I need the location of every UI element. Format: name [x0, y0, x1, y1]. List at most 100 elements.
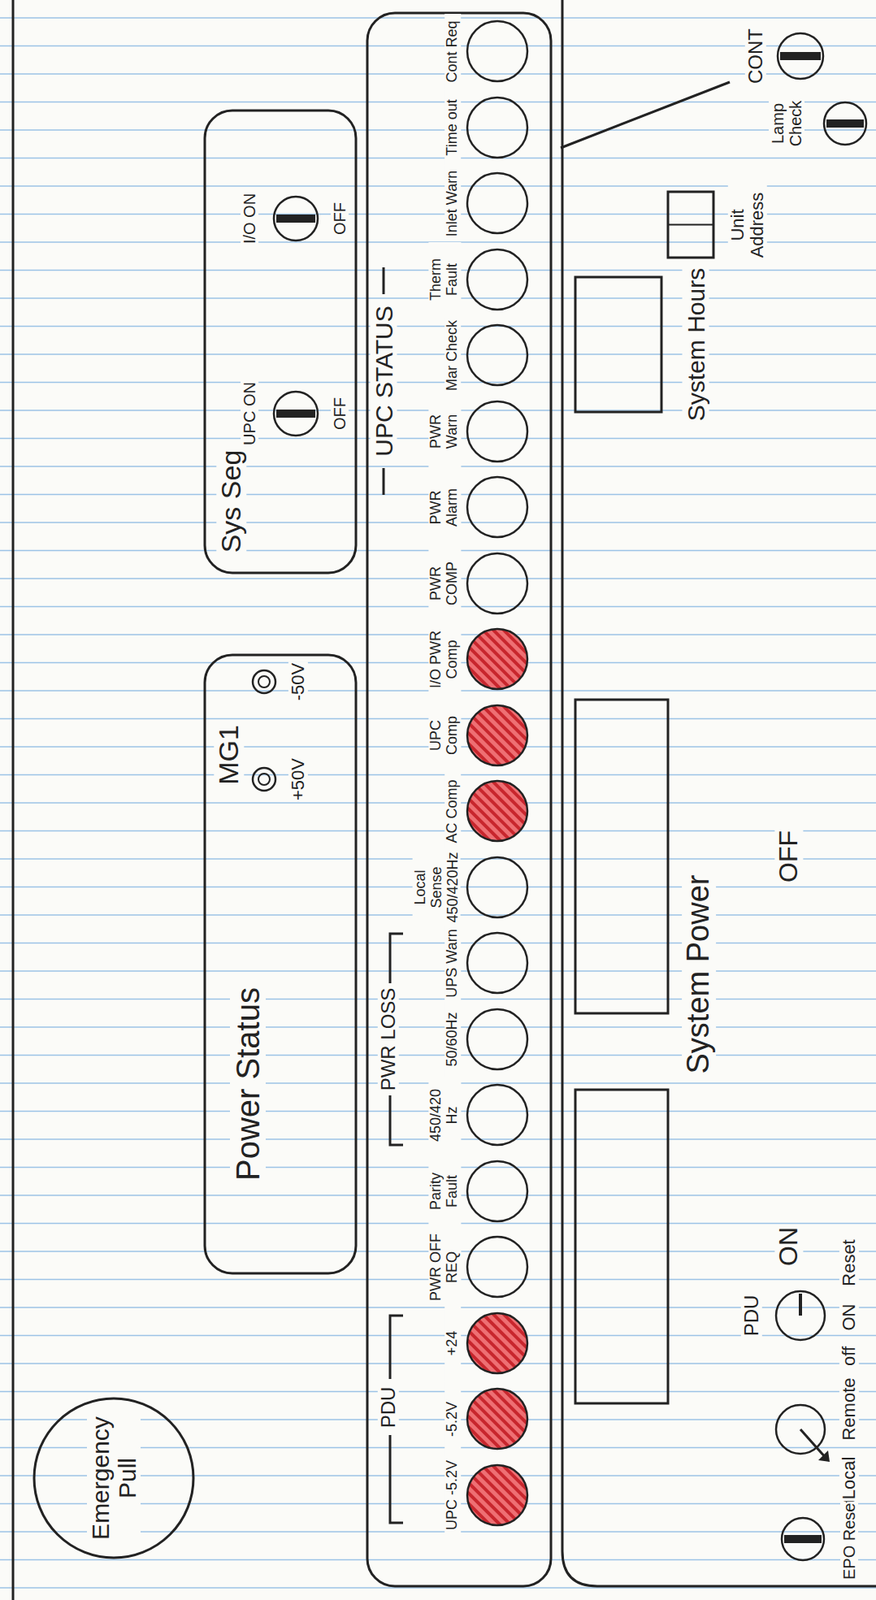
- status-lamp-outline: [402, 622, 533, 698]
- status-lamp: Parity Fault: [402, 1153, 533, 1229]
- selector-knob: UPC ON OFF: [237, 372, 352, 455]
- handwritten-label: Mar Check: [444, 318, 461, 394]
- handwritten-label: 450/420 Hz: [428, 1078, 461, 1154]
- cont-knob: CONT: [739, 23, 837, 89]
- system-panel-outline: [560, 0, 876, 1588]
- handwritten-label: UPC ON: [240, 380, 259, 447]
- handwritten-label: 50/60Hz: [444, 1001, 461, 1077]
- status-lamp-outline: [402, 318, 533, 394]
- hour-meter-outline: [573, 275, 664, 414]
- status-lamp-panel: PDUPWR LOSSUPC STATUSUPC -5.2V-5.2V+24PW…: [365, 11, 553, 1588]
- status-lamp: Therm Fault: [402, 242, 533, 317]
- handwritten-label: PDU: [741, 1293, 763, 1339]
- status-lamp: Inlet Warn: [402, 166, 533, 242]
- handwritten-label: System Hours: [682, 266, 710, 423]
- handwritten-label: -5.2V: [444, 1382, 461, 1458]
- handwritten-label: -50V: [288, 661, 308, 703]
- power-off-button: OFF: [573, 698, 670, 1015]
- handwritten-label: UPC STATUS: [370, 303, 398, 459]
- status-lamp-outline: [402, 14, 533, 90]
- unit-address-display: Unit Address: [666, 190, 716, 260]
- status-lamp-outline: [402, 546, 533, 621]
- test-jack: +50V: [247, 750, 326, 808]
- status-lamp: 50/60Hz: [402, 1001, 533, 1077]
- power-on-button: ON: [573, 1088, 670, 1406]
- status-lamp-outline: [402, 470, 533, 546]
- local-remote-knob: LocalRemote: [763, 1372, 870, 1495]
- power-status-box: Power Status MG1 +50V -50V: [203, 653, 358, 1275]
- handwritten-label: Reset: [839, 1237, 859, 1288]
- status-lamp: PWR OFF REQ: [402, 1230, 533, 1306]
- handwritten-label: PWR Warn: [428, 394, 461, 469]
- status-lamp-outline: [402, 166, 533, 242]
- test-jack: -50V: [247, 653, 326, 711]
- handwritten-label: OFF: [774, 828, 803, 885]
- handwritten-label: UPC Comp: [428, 698, 461, 773]
- emergency-pull-button: Emergency Pull: [32, 1396, 196, 1560]
- status-lamp: -5.2V: [402, 1382, 533, 1458]
- status-lamp: AC Comp: [402, 774, 533, 850]
- status-lamp-outline: [402, 1001, 533, 1077]
- handwritten-label: +50V: [288, 756, 308, 803]
- status-lamp: UPC -5.2V: [402, 1457, 533, 1533]
- unit-address-display-outline: [666, 190, 716, 260]
- epo-reset-knob: EPO Reset: [771, 1494, 870, 1584]
- test-jack-outline: [247, 653, 326, 711]
- handwritten-label: Sys Seg: [216, 448, 247, 556]
- handwritten-label: Unit Address: [728, 182, 768, 268]
- status-lamp-outline: [402, 394, 533, 469]
- status-lamp-outline: [402, 1230, 533, 1306]
- handwritten-label: MG1: [213, 723, 244, 787]
- status-lamp-outline: [402, 774, 533, 850]
- handwritten-label: EPO Reset: [840, 1496, 859, 1582]
- handwritten-label: UPS Warn: [444, 926, 461, 1002]
- status-lamp-outline: [402, 1153, 533, 1229]
- handwritten-label: Time out: [444, 90, 461, 165]
- status-lamp: UPC Comp: [402, 698, 533, 773]
- status-lamp-outline: [402, 1382, 533, 1458]
- status-lamp-outline: [402, 926, 533, 1002]
- status-lamp-outline: [402, 90, 533, 165]
- handwritten-label: AC Comp: [444, 774, 461, 850]
- handwritten-label: ON: [774, 1225, 803, 1268]
- status-lamp-outline: [402, 1305, 533, 1381]
- selector-knob: I/O ON OFF: [237, 177, 352, 260]
- status-lamp: Time out: [402, 90, 533, 165]
- status-lamp: Cont Req: [402, 14, 533, 90]
- handwritten-label: off: [839, 1344, 859, 1368]
- handwritten-label: UPC -5.2V: [444, 1457, 461, 1533]
- handwritten-label: +24: [444, 1305, 461, 1381]
- handwritten-label: Power Status: [229, 985, 266, 1183]
- status-lamp: 450/420 Hz: [402, 1078, 533, 1154]
- status-lamp: PWR Alarm: [402, 470, 533, 546]
- power-off-button-outline: [573, 698, 670, 1015]
- handwritten-label: Inlet Warn: [444, 166, 461, 242]
- system-panel: System PowerEPO ResetLocalRemotePDUoffON…: [560, 0, 876, 1588]
- handwritten-label: OFF: [330, 200, 349, 237]
- sys-seg-box: Sys SegUPC ON OFF I/O ON OFF: [203, 108, 358, 575]
- status-lamp-outline: [402, 242, 533, 317]
- handwritten-label: I/O PWR Comp: [428, 622, 461, 698]
- handwritten-label: ON: [839, 1302, 859, 1333]
- power-on-button-outline: [573, 1088, 670, 1406]
- status-lamp-outline: [402, 1457, 533, 1533]
- status-lamp: UPS Warn: [402, 926, 533, 1002]
- handwritten-label: PWR OFF REQ: [428, 1230, 461, 1306]
- handwritten-label: Cont Req: [444, 14, 461, 90]
- handwritten-label: PWR LOSS: [377, 986, 399, 1093]
- status-lamp: Mar Check: [402, 318, 533, 394]
- handwritten-label: System Power: [681, 873, 716, 1076]
- handwritten-label: OFF: [330, 395, 349, 432]
- handwritten-label: I/O ON: [240, 191, 259, 246]
- lamp-check-knob: Lamp Check: [763, 88, 876, 158]
- handwritten-label: Therm Fault: [428, 242, 461, 317]
- handwritten-label: CONT: [745, 26, 767, 86]
- handwritten-label: Remote: [839, 1375, 859, 1442]
- handwritten-label: PDU: [377, 1385, 399, 1431]
- handwritten-label: Lamp Check: [768, 93, 805, 154]
- handwritten-label: Local: [839, 1455, 859, 1502]
- status-lamp: PWR Warn: [402, 394, 533, 469]
- status-lamp-outline: [402, 698, 533, 773]
- handwritten-label: Emergency Pull: [86, 1411, 141, 1545]
- hour-meter: System Hours: [573, 275, 664, 414]
